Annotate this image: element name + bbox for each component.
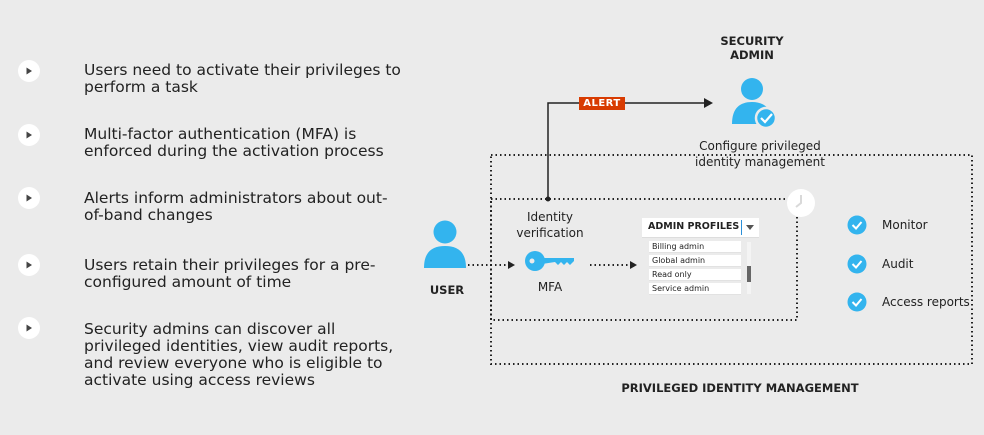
- pim-inner-box: [490, 198, 798, 321]
- security-admin-label: SECURITY ADMIN: [710, 34, 794, 62]
- admin-profiles-scroll-thumb[interactable]: [747, 266, 751, 282]
- key-icon: [525, 251, 574, 271]
- feature-text-3: Alerts inform administrators about out-o…: [84, 189, 388, 224]
- pim-outer-box: [490, 154, 973, 365]
- identity-verification-label: Identity verification: [505, 209, 595, 241]
- admin-profiles-title: ADMIN PROFILES: [648, 221, 740, 232]
- user-to-mfa-arrowhead: [508, 261, 515, 269]
- feature-text-5: Security admins can discover all privile…: [84, 320, 394, 389]
- alert-origin-dot: [545, 196, 551, 202]
- alert-connector: [547, 102, 705, 199]
- identity-verification-line2: verification: [516, 226, 584, 240]
- check-circle-icon: [847, 254, 867, 274]
- play-icon: [18, 317, 40, 339]
- check-circle-icon: [847, 292, 867, 312]
- play-icon: [18, 187, 40, 209]
- admin-profile-item[interactable]: Service admin: [649, 283, 741, 295]
- configure-label: Configure privileged identity management: [690, 138, 830, 170]
- feature-text-1: Users need to activate their privileges …: [84, 61, 401, 96]
- audit-label: Audit: [882, 257, 914, 271]
- check-circle-icon: [847, 215, 867, 235]
- play-icon: [18, 254, 40, 276]
- access-reports-label: Access reports: [882, 295, 970, 309]
- configure-label-line2: identity management: [695, 155, 825, 169]
- chevron-down-icon[interactable]: [746, 225, 754, 230]
- alert-arrowhead: [704, 98, 713, 108]
- play-icon: [18, 124, 40, 146]
- security-admin-label-line1: SECURITY: [720, 34, 784, 48]
- admin-profile-item[interactable]: Billing admin: [649, 241, 741, 253]
- admin-profiles-dropdown[interactable]: ADMIN PROFILES Billing admin Global admi…: [642, 218, 759, 298]
- admin-profile-item[interactable]: Global admin: [649, 255, 741, 267]
- identity-verification-line1: Identity: [527, 210, 573, 224]
- feature-list: Users need to activate their privileges …: [0, 0, 420, 435]
- clock-icon: [787, 189, 815, 217]
- configure-label-line1: Configure privileged: [699, 139, 821, 153]
- mfa-to-profiles-arrowhead: [630, 261, 637, 269]
- admin-profiles-header[interactable]: ADMIN PROFILES: [642, 218, 759, 238]
- admin-profiles-divider: [741, 220, 742, 235]
- monitor-label: Monitor: [882, 218, 928, 232]
- security-admin-label-line2: ADMIN: [730, 48, 774, 62]
- admin-profile-item[interactable]: Read only: [649, 269, 741, 281]
- admin-user-icon: [732, 78, 778, 130]
- mfa-label: MFA: [537, 280, 563, 294]
- user-icon: [424, 220, 466, 268]
- play-icon: [18, 60, 40, 82]
- user-label: USER: [429, 283, 465, 297]
- alert-badge: ALERT: [579, 97, 625, 110]
- feature-text-4: Users retain their privileges for a pre-…: [84, 256, 376, 291]
- feature-text-2: Multi-factor authentication (MFA) is enf…: [84, 125, 384, 160]
- pim-title: PRIVILEGED IDENTITY MANAGEMENT: [621, 381, 859, 395]
